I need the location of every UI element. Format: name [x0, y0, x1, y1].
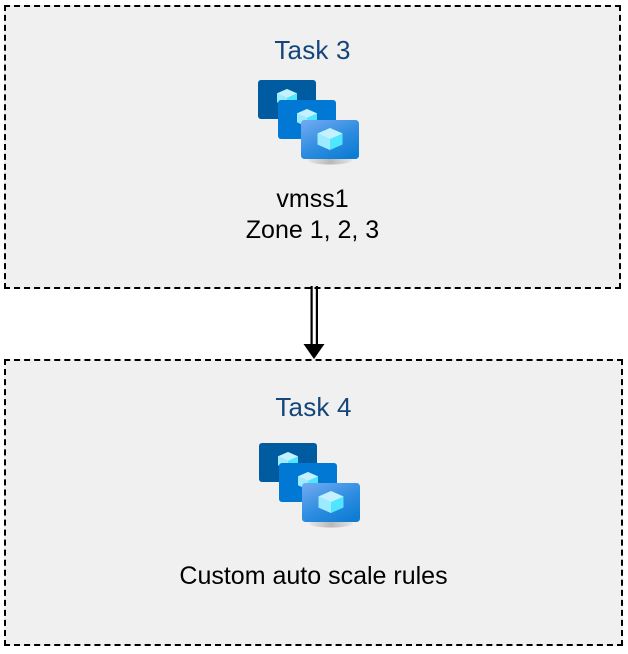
- task-node-task4: Task 4: [4, 359, 623, 646]
- task-title: Task 3: [274, 35, 351, 65]
- azure-virtual-machine-scale-set-icon: [255, 439, 373, 535]
- task-caption-line: Zone 1, 2, 3: [245, 216, 380, 244]
- task-node-task3: Task 3: [4, 5, 621, 289]
- task-caption: vmss1 Zone 1, 2, 3: [246, 184, 379, 246]
- task-caption-line: Custom auto scale rules: [179, 562, 448, 590]
- azure-virtual-machine-scale-set-icon: [254, 76, 372, 172]
- task-caption-line: vmss1: [276, 185, 349, 213]
- task-title: Task 4: [275, 392, 352, 422]
- task-caption: Custom auto scale rules: [179, 561, 447, 592]
- connector-arrow-down-icon: [296, 286, 332, 360]
